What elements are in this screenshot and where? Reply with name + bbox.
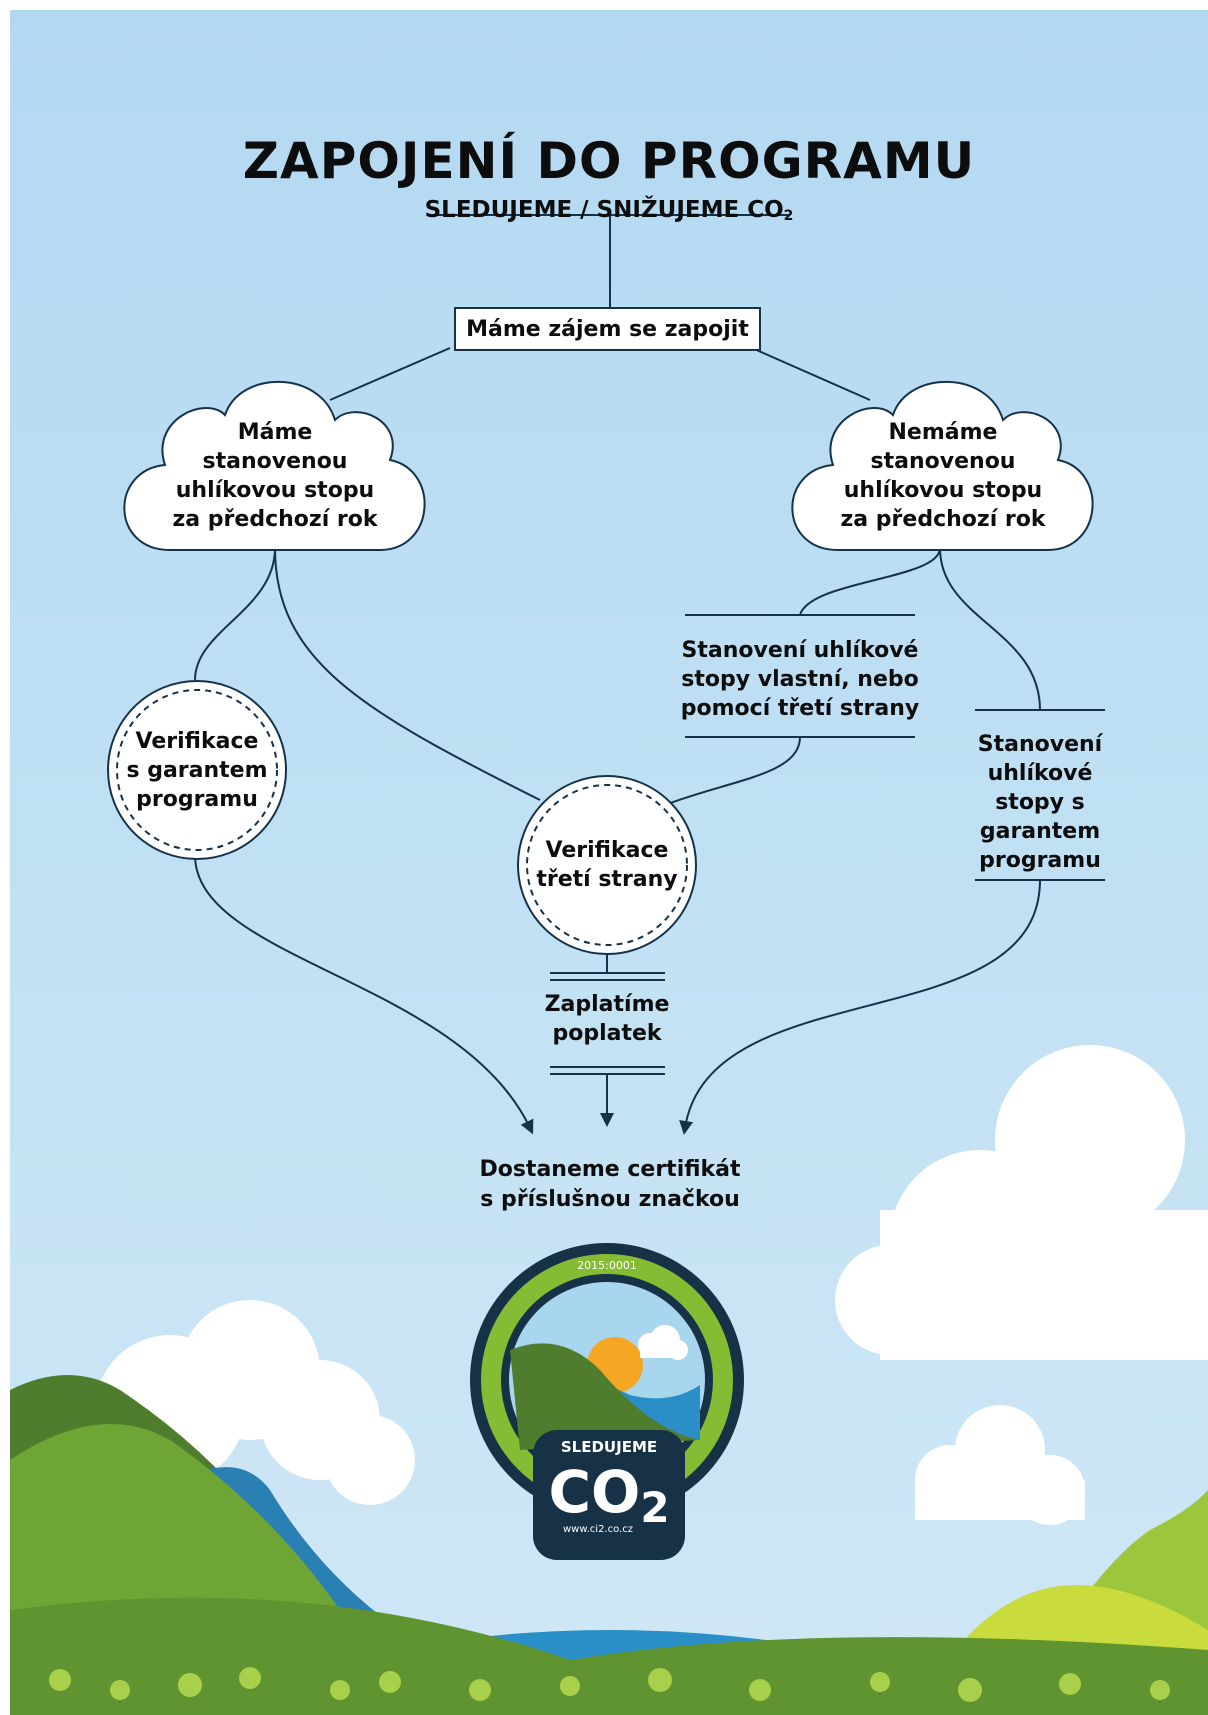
node-verify-guarantor-line: programu [136,787,258,812]
cloud-node-have [123,380,426,551]
connector-start-right [751,347,871,401]
connector-no-to-self [799,547,941,616]
node-fee-line: poplatek [552,1021,662,1046]
cloud-node-no [791,380,1094,551]
badge-mark: CO2 [533,1458,685,1532]
diagram-canvas [10,214,1208,1715]
node-verify-third-line: třetí strany [536,867,678,892]
tree-row [49,1667,1170,1702]
node-have-line: za předchozí rok [172,507,378,532]
node-self-line: stopy vlastní, nebo [681,667,919,692]
node-verify-third-line: Verifikace [545,838,669,863]
node-verify-third: Verifikace třetí strany [517,836,697,894]
node-guarantor-line: stopy s [995,790,1085,815]
node-certificate-line: Dostaneme certifikát [479,1157,741,1182]
node-start: Máme zájem se zapojit [466,317,749,342]
node-verify-guarantor-line: Verifikace [135,729,259,754]
node-with-guarantor: Stanovení uhlíkové stopy s garantem prog… [965,730,1115,875]
connectors [194,214,1105,1135]
verify-third-circle [517,775,697,955]
node-verify-guarantor-line: s garantem [126,758,268,783]
node-self-line: pomocí třetí strany [680,696,920,721]
node-guarantor-line: Stanovení [977,732,1103,757]
cloud-right-small [915,1405,1085,1525]
verify-guarantor-circle [107,680,287,860]
connector-start-left [329,347,451,401]
node-certificate: Dostaneme certifikát s příslušnou značko… [430,1155,790,1215]
node-no-line: Nemáme [888,420,998,445]
connector-verify-guarantor-to-cert [194,854,534,1135]
node-guarantor-line: garantem [979,819,1101,844]
badge-url: www.ci2.co.cz [563,1524,633,1535]
badge-hill [510,1343,700,1450]
connector-no-to-guarantor [939,547,1041,711]
subtitle-subscript: 2 [783,208,794,224]
node-have-line: uhlíkovou stopu [175,478,375,503]
background-scenery [10,1045,1208,1715]
connector-have-to-verify-guarantor [194,547,276,681]
page-title: ZAPOJENÍ DO PROGRAMU [242,132,976,190]
badge-mark-text: CO [548,1458,641,1526]
node-no-line: stanovenou [870,449,1016,474]
connector-guarantor-to-cert [679,879,1041,1135]
badge-mark-subscript: 2 [640,1483,670,1532]
co2-badge [470,1243,744,1560]
badge-code: 2015:0001 [577,1259,637,1272]
page-subtitle: SLEDUJEME / SNIŽUJEME CO2 [10,196,1208,225]
node-certificate-line: s příslušnou značkou [480,1187,740,1212]
node-self-line: Stanovení uhlíkové [681,638,919,663]
node-fee: Zaplatíme poplatek [517,990,697,1048]
node-have-line: stanovenou [202,449,348,474]
poster: ZAPOJENÍ DO PROGRAMU SLEDUJEME / SNIŽUJE… [10,10,1208,1715]
meadow [10,1597,1208,1715]
node-no-line: za předchozí rok [840,507,1046,532]
node-guarantor-line: uhlíkové [987,761,1093,786]
node-no-footprint: Nemáme stanovenou uhlíkovou stopu za pře… [778,418,1108,534]
node-guarantor-line: programu [979,848,1101,873]
node-fee-line: Zaplatíme [544,992,670,1017]
connector-have-to-verify-third [274,547,541,801]
badge-cloud-icon [638,1325,688,1360]
node-self-or-third: Stanovení uhlíkové stopy vlastní, nebo p… [670,636,930,723]
cloud-right-big [835,1045,1208,1360]
node-have-footprint: Máme stanovenou uhlíkovou stopu za předc… [110,418,440,534]
badge-label: SLEDUJEME [560,1438,658,1456]
node-no-line: uhlíkovou stopu [843,478,1043,503]
start-box [454,307,761,351]
node-verify-guarantor: Verifikace s garantem programu [107,727,287,814]
node-have-line: Máme [237,420,313,445]
connector-self-to-verify-third [664,736,801,806]
subtitle-text: SLEDUJEME / SNIŽUJEME CO [424,197,784,223]
